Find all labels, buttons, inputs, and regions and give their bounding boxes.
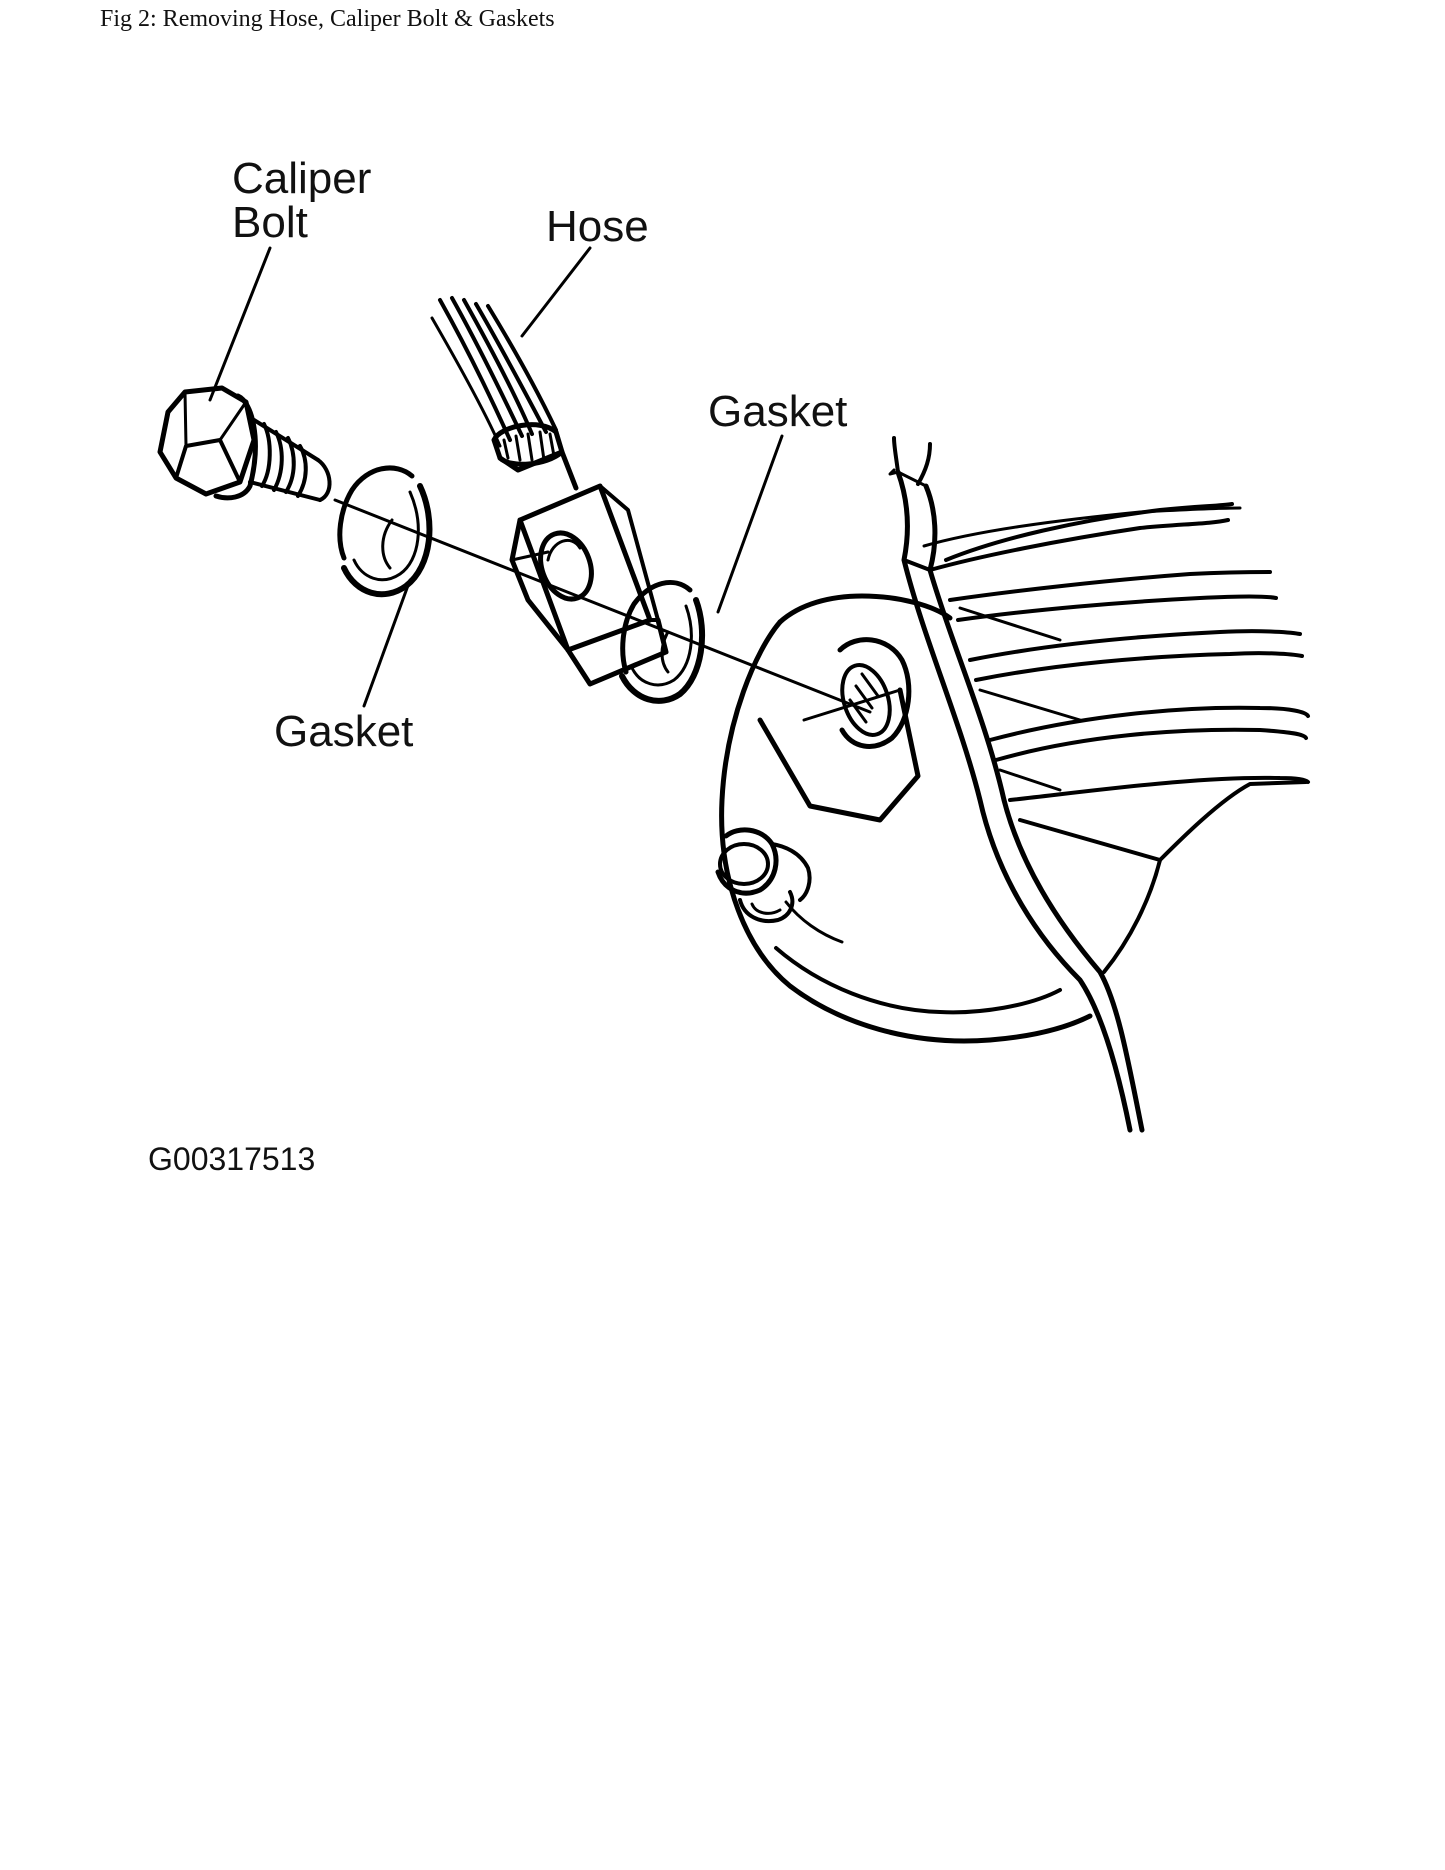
gasket-left: [340, 468, 430, 594]
hose-fitting-block: [500, 452, 666, 684]
gasket-right: [622, 582, 702, 700]
label-gasket-upper: Gasket: [708, 387, 848, 436]
label-gasket-lower: Gasket: [274, 707, 414, 756]
steering-knuckle: [890, 438, 1308, 1130]
label-caliper-bolt-line2: Bolt: [232, 198, 308, 247]
assembly-axis: [335, 500, 870, 712]
figure-code: G00317513: [148, 1141, 316, 1177]
label-hose: Hose: [546, 202, 649, 251]
leader-gasket-upper: [718, 436, 782, 612]
leader-gasket-lower: [364, 580, 410, 706]
leader-hose: [522, 248, 590, 336]
leader-lines: [210, 248, 782, 706]
label-caliper-bolt: Caliper Bolt: [232, 157, 371, 245]
figure-caption: Fig 2: Removing Hose, Caliper Bolt & Gas…: [100, 6, 555, 32]
caliper-bolt: [160, 388, 330, 500]
label-caliper-bolt-line1: Caliper: [232, 154, 372, 203]
brake-caliper: [718, 596, 1090, 1041]
leader-caliper-bolt: [210, 248, 270, 400]
brake-hose: [432, 298, 562, 464]
